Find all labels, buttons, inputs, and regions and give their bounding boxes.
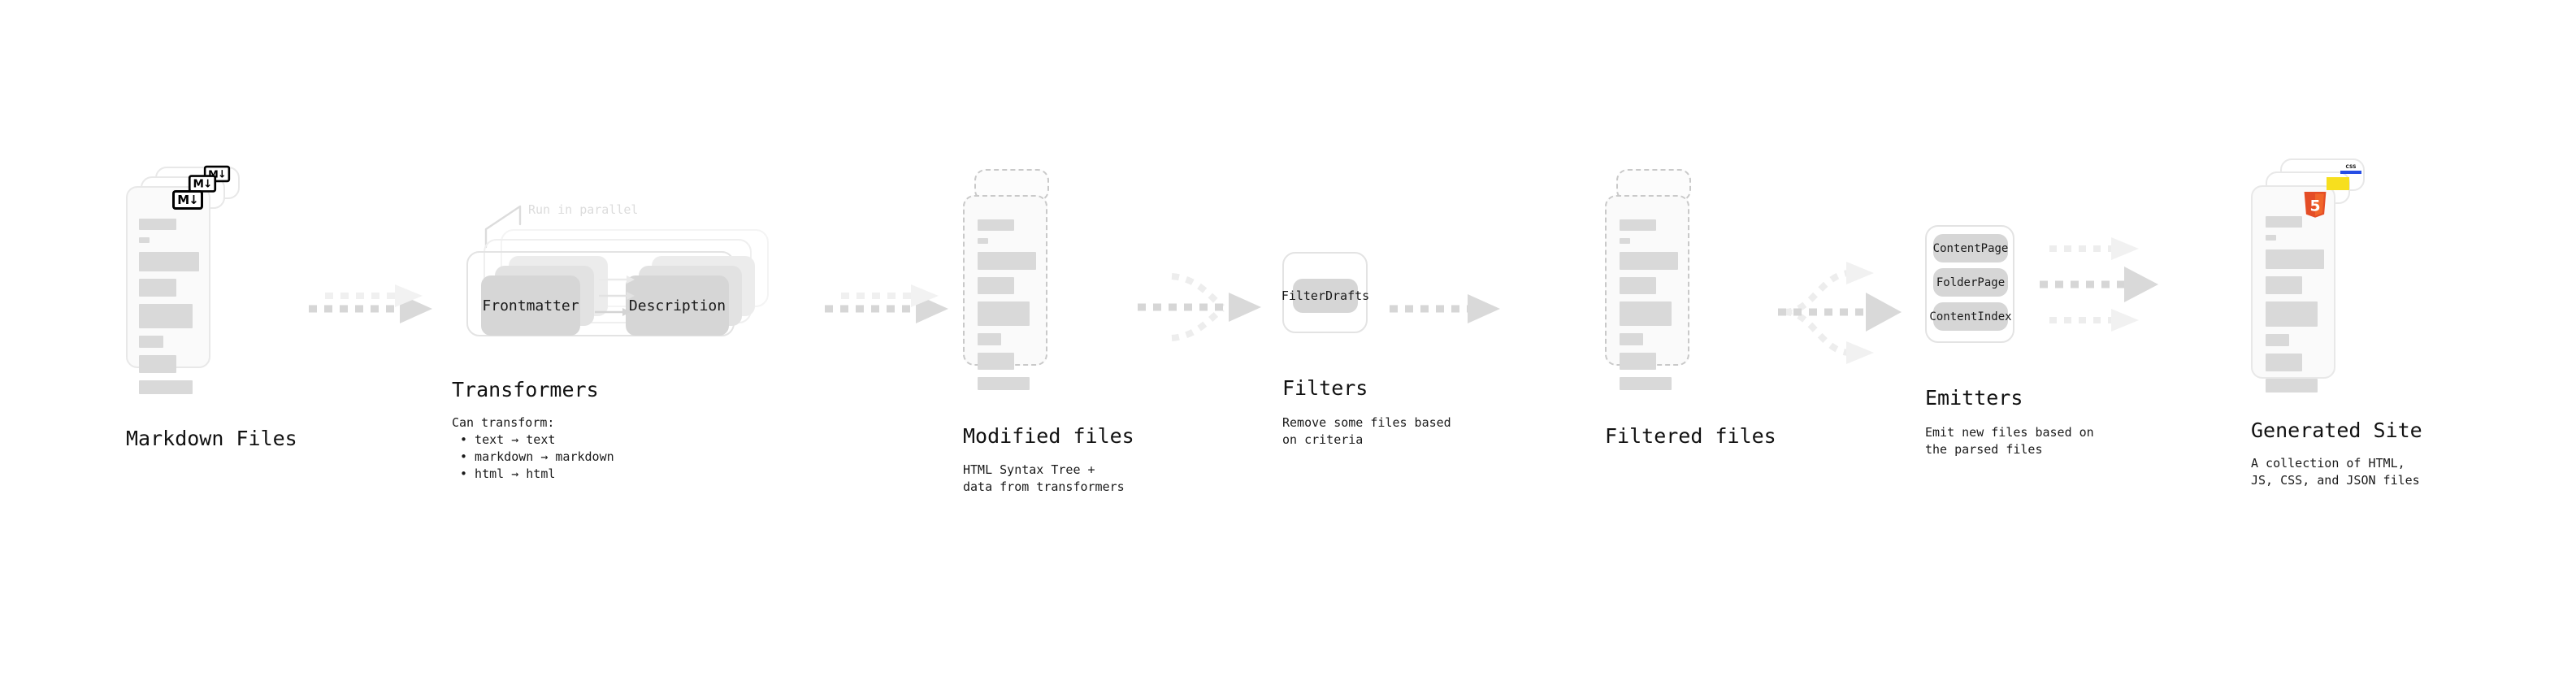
markdown-placeholder-bars bbox=[139, 219, 199, 401]
site-card-front bbox=[2251, 185, 2335, 393]
transformers-bullet-1: • markdown → markdown bbox=[460, 449, 614, 464]
connector-transformers-to-modified bbox=[825, 284, 948, 323]
generated-site-title: Generated Site bbox=[2251, 419, 2422, 442]
transformer-pill-frontmatter[interactable]: Frontmatter bbox=[481, 275, 580, 336]
filters-pill-filterdrafts[interactable]: FilterDrafts bbox=[1281, 279, 1369, 313]
emitters-pill-folderpage-label: FolderPage bbox=[1936, 275, 2006, 289]
filtered-files-title: Filtered files bbox=[1605, 424, 1776, 448]
connector-filters-to-filtered bbox=[1390, 294, 1500, 323]
javascript-icon bbox=[2327, 177, 2349, 190]
transformer-pill-description-label: Description bbox=[628, 297, 726, 314]
transformers-title: Transformers bbox=[452, 378, 599, 401]
filtered-card-front bbox=[1605, 195, 1689, 390]
connector-markdown-to-transformers bbox=[309, 284, 432, 323]
filters-title: Filters bbox=[1282, 376, 1368, 400]
transformer-internal-arrows bbox=[595, 275, 635, 316]
markdown-card-front bbox=[126, 186, 210, 394]
css3-icon: CSS bbox=[2340, 165, 2361, 175]
html5-icon-shield: 5 bbox=[2304, 192, 2327, 218]
filters-pill-label: FilterDrafts bbox=[1281, 288, 1370, 303]
emitters-pill-contentindex[interactable]: ContentIndex bbox=[1929, 302, 2012, 331]
modified-files-title: Modified files bbox=[963, 424, 1134, 448]
emitters-box bbox=[1925, 225, 2014, 343]
transformer-pill-frontmatter-label: Frontmatter bbox=[482, 297, 579, 314]
emitters-pill-contentpage[interactable]: ContentPage bbox=[1933, 234, 2008, 262]
run-in-parallel-leader-line bbox=[484, 205, 522, 249]
connector-emitters-to-site bbox=[2040, 237, 2158, 332]
emitters-pill-contentindex-label: ContentIndex bbox=[1929, 310, 2012, 323]
css3-icon-label: CSS bbox=[2345, 164, 2357, 170]
transformers-bullets: • text → text • markdown → markdown • ht… bbox=[460, 432, 614, 483]
svg-text:5: 5 bbox=[2309, 197, 2320, 215]
transformers-bullet-0: • text → text bbox=[460, 432, 556, 447]
modified-card-front bbox=[963, 195, 1047, 390]
markdown-icon-front: M↓ bbox=[172, 190, 203, 210]
css3-icon-bar bbox=[2340, 171, 2361, 174]
transformers-description: Can transform: bbox=[452, 415, 555, 430]
filters-description: Remove some files based on criteria bbox=[1282, 415, 1451, 447]
filters-box bbox=[1282, 252, 1368, 333]
emitters-title: Emitters bbox=[1925, 386, 2023, 410]
modified-files-description: HTML Syntax Tree + data from transformer… bbox=[963, 462, 1125, 494]
modified-placeholder-bars bbox=[978, 219, 1036, 397]
connector-modified-to-filters bbox=[1138, 273, 1261, 341]
site-placeholder-bars bbox=[2266, 216, 2324, 400]
run-in-parallel-label: Run in parallel bbox=[528, 202, 639, 217]
connector-filtered-to-emitters bbox=[1778, 262, 1902, 364]
emitters-pill-contentpage-label: ContentPage bbox=[1932, 241, 2009, 255]
emitters-pill-folderpage[interactable]: FolderPage bbox=[1933, 268, 2008, 297]
html5-icon: HTML 5 bbox=[2301, 192, 2329, 226]
generated-site-description: A collection of HTML, JS, CSS, and JSON … bbox=[2251, 456, 2420, 488]
filtered-placeholder-bars bbox=[1620, 219, 1678, 397]
transformer-pill-description[interactable]: Description bbox=[626, 275, 729, 336]
markdown-files-title: Markdown Files bbox=[126, 427, 297, 450]
emitters-description: Emit new files based on the parsed files bbox=[1925, 425, 2094, 457]
transformers-bullet-2: • html → html bbox=[460, 466, 556, 481]
